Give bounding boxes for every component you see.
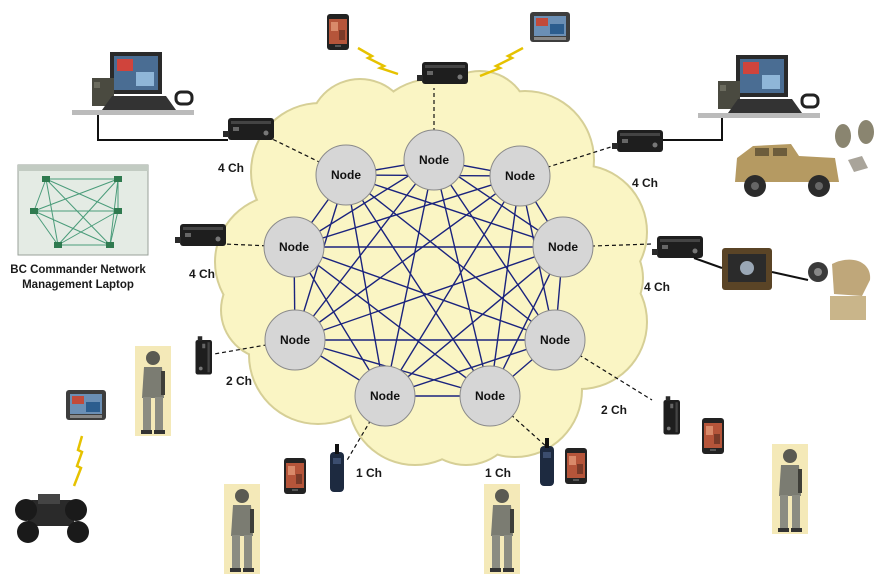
- caption-line: BC Commander Network: [10, 264, 146, 276]
- radio-link: [489, 395, 549, 449]
- mesh-node: Node: [354, 365, 416, 427]
- soldier-icon: [484, 484, 520, 574]
- mesh-node: Node: [532, 216, 594, 278]
- mesh-link: [345, 174, 564, 248]
- cable-line: [642, 118, 723, 141]
- radio-link: [223, 243, 295, 248]
- smartphone-icon: [702, 418, 724, 454]
- node-circle: [315, 144, 377, 206]
- node-label: Node: [370, 389, 400, 403]
- tablet-icon: [530, 12, 570, 42]
- node-circle: [489, 145, 551, 207]
- node-label: Node: [540, 333, 570, 347]
- node-label: Node: [280, 333, 310, 347]
- mesh-link: [384, 246, 564, 397]
- node-circle: [403, 129, 465, 191]
- node-circle: [532, 216, 594, 278]
- radio-icon: [652, 236, 703, 258]
- channel-label: 1 Ch: [356, 466, 383, 480]
- cable-line: [97, 115, 228, 141]
- channel-label: 4 Ch: [644, 280, 671, 294]
- radio-icon: [663, 396, 680, 435]
- channel-label: 4 Ch: [632, 176, 659, 190]
- mesh-node: Node: [489, 145, 551, 207]
- radio-icon: [195, 336, 212, 375]
- mesh-node: Node: [459, 365, 521, 427]
- node-label: Node: [505, 169, 535, 183]
- node-circle: [263, 216, 325, 278]
- mesh-link: [345, 174, 386, 397]
- mesh-node: Node: [264, 309, 326, 371]
- mesh-link: [293, 246, 556, 341]
- node-circle: [264, 309, 326, 371]
- handheld-radio-icon: [330, 444, 344, 492]
- mesh-link: [293, 175, 521, 248]
- mesh-link: [384, 159, 435, 397]
- soldier-icon: [135, 346, 171, 436]
- channel-label: 2 Ch: [226, 374, 253, 388]
- mesh-node: Node: [524, 309, 586, 371]
- caption-line: Management Laptop: [22, 279, 134, 291]
- laptop-icon: [70, 50, 196, 117]
- antenna-icon: [835, 120, 874, 172]
- radio-link: [345, 395, 386, 463]
- lightning-link-icon: [479, 46, 524, 78]
- mesh-node: Node: [263, 216, 325, 278]
- node-circle: [459, 365, 521, 427]
- radio-icon: [223, 118, 274, 140]
- node-circle: [524, 309, 586, 371]
- node-circle: [354, 365, 416, 427]
- smartphone-icon: [565, 448, 587, 484]
- mesh-link: [345, 174, 556, 341]
- laptop-caption: BC Commander Network Management Laptop: [4, 263, 152, 293]
- humvee-icon: [735, 144, 839, 197]
- camera-icon: [693, 248, 871, 320]
- mesh-node: Node: [403, 129, 465, 191]
- radio-icon: [175, 224, 226, 246]
- network-diagram-icon: [17, 164, 149, 256]
- smartphone-icon: [327, 14, 349, 50]
- channel-label: 4 Ch: [189, 267, 216, 281]
- lightning-link-icon: [72, 435, 84, 487]
- mesh-link: [293, 246, 491, 397]
- node-label: Node: [475, 389, 505, 403]
- laptop-icon: [696, 53, 822, 120]
- radio-icon: [417, 62, 468, 84]
- node-label: Node: [331, 168, 361, 182]
- mesh-link: [433, 159, 556, 341]
- mesh-node: Node: [315, 144, 377, 206]
- node-label: Node: [548, 240, 578, 254]
- mesh-link: [294, 175, 521, 341]
- soldier-icon: [224, 484, 260, 574]
- channel-label: 1 Ch: [485, 466, 512, 480]
- mesh-link: [433, 159, 491, 397]
- mesh-link: [294, 246, 564, 341]
- smartphone-icon: [284, 458, 306, 494]
- lightning-link-icon: [357, 46, 399, 76]
- robot-vehicle-icon: [15, 494, 89, 543]
- tablet-icon: [66, 390, 106, 420]
- radio-icon: [612, 130, 663, 152]
- radio-link: [554, 339, 653, 401]
- mesh-link: [345, 174, 491, 397]
- node-label: Node: [419, 153, 449, 167]
- soldier-icon: [772, 444, 808, 534]
- channel-label: 2 Ch: [601, 403, 628, 417]
- mesh-link: [294, 159, 435, 341]
- node-label: Node: [279, 240, 309, 254]
- channel-label: 4 Ch: [218, 161, 245, 175]
